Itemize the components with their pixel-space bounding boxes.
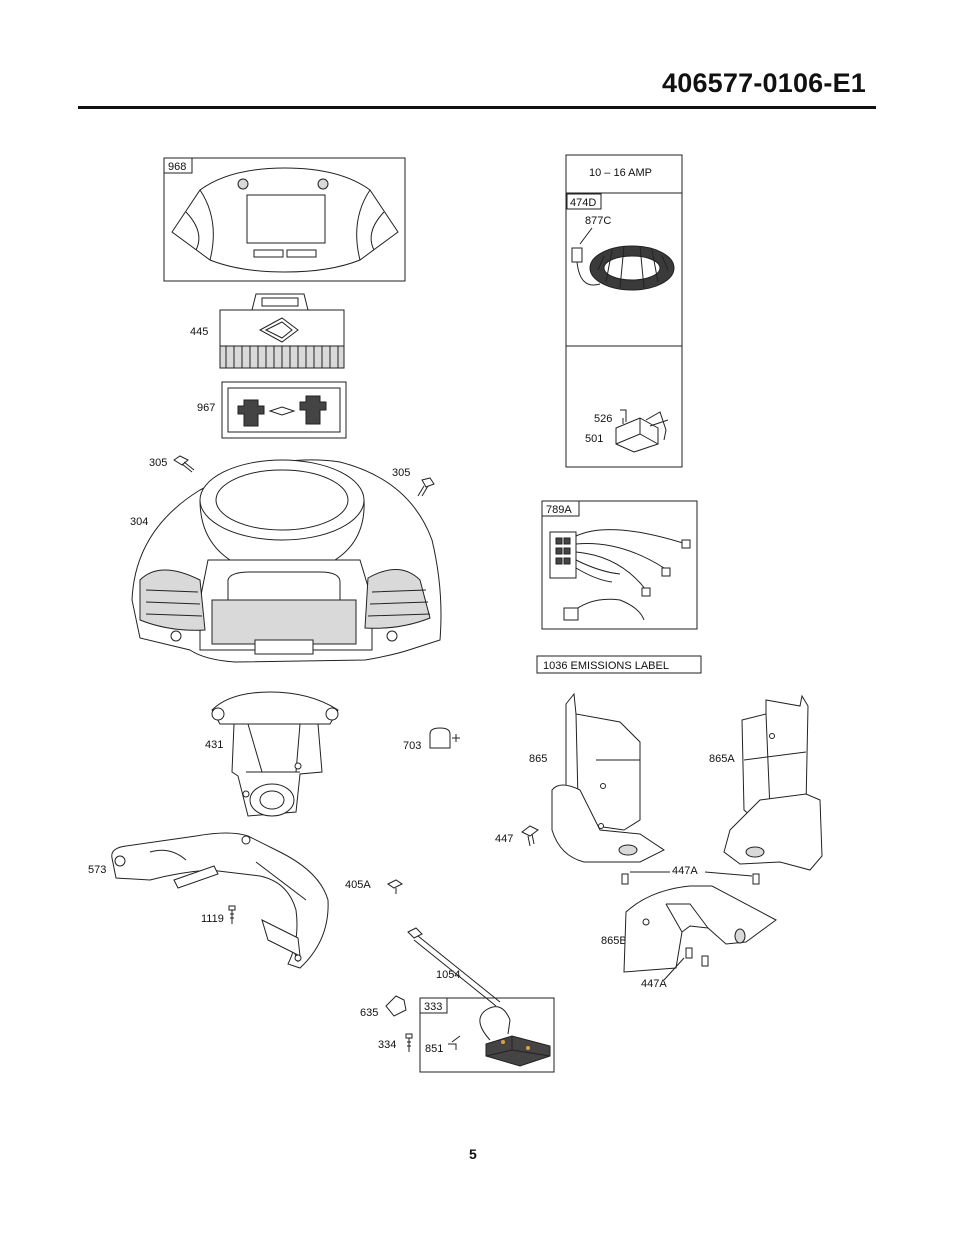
title-rule — [78, 106, 876, 109]
part-1054-group: 1054 — [407, 927, 501, 1007]
bolts-447a-top — [621, 873, 760, 885]
screw-1119 — [228, 905, 236, 924]
emissions-label-text: 1036 EMISSIONS LABEL — [543, 660, 669, 672]
callout-526: 526 — [594, 413, 612, 425]
callout-305-left: 305 — [149, 457, 167, 469]
callout-431: 431 — [205, 739, 223, 751]
box-333-frame — [419, 997, 555, 1073]
callout-445: 445 — [190, 326, 208, 338]
box-474d-tag — [566, 193, 602, 210]
part-789a-group: 789A — [541, 500, 698, 630]
air-guide-865b-illustration — [623, 885, 777, 973]
callout-305-right: 305 — [392, 467, 410, 479]
callout-865b: 865B — [601, 935, 627, 947]
callout-703: 703 — [403, 740, 421, 752]
air-cleaner-cover-illustration — [171, 167, 399, 273]
bolt-305-right — [417, 477, 435, 497]
box-968-frame — [163, 157, 406, 282]
part-431-group: 431 — [205, 691, 339, 817]
part-703-group: 703 — [403, 727, 460, 752]
air-filter-illustration — [219, 293, 345, 369]
box-474d-label: 474D — [570, 197, 596, 209]
callout-967: 967 — [197, 402, 215, 414]
air-guide-865a-illustration — [723, 694, 823, 871]
screw-405a — [387, 879, 403, 889]
box-789a-label: 789A — [546, 504, 572, 516]
screw-526 — [620, 409, 627, 424]
part-573-group: 573 1119 — [88, 832, 329, 969]
callout-635: 635 — [360, 1007, 378, 1019]
armature-illustration — [479, 1006, 551, 1067]
bolt-447 — [521, 825, 539, 847]
part-1036-group: 1036 EMISSIONS LABEL — [536, 655, 702, 674]
regulator-illustration — [615, 411, 669, 453]
box-474d-frame — [565, 154, 683, 468]
part-304-group: 305 305 304 — [130, 455, 442, 663]
callout-573: 573 — [88, 864, 106, 876]
document-part-number: 406577-0106-E1 — [662, 68, 866, 98]
emissions-label-frame — [536, 655, 702, 674]
callout-334: 334 — [378, 1039, 396, 1051]
callout-865a: 865A — [709, 753, 735, 765]
part-967-group: 967 — [197, 381, 347, 439]
part-635-group: 635 334 — [360, 995, 413, 1052]
part-445-group: 445 — [190, 293, 345, 369]
blower-housing-illustration — [131, 459, 442, 663]
callout-501: 501 — [585, 433, 603, 445]
alternator-stator-illustration — [571, 245, 675, 291]
box-333-label: 333 — [424, 1001, 442, 1013]
box-333-tag — [419, 997, 448, 1014]
cable-tie-illustration — [407, 927, 501, 1007]
cap-635 — [385, 995, 407, 1017]
box-789a-frame — [541, 500, 698, 630]
callout-851: 851 — [425, 1043, 443, 1055]
air-guide-865-illustration — [551, 692, 665, 863]
part-333-group: 333 851 — [419, 997, 555, 1073]
callout-447: 447 — [495, 833, 513, 845]
part-865b-group: 447A 865B 447A — [601, 865, 777, 990]
part-405a-group: 405A — [345, 879, 403, 894]
callout-447a-top: 447A — [672, 865, 698, 877]
part-865-group: 865 865A 447 — [495, 692, 823, 871]
pre-cleaner-illustration — [221, 381, 347, 439]
box-968-tag — [163, 157, 193, 174]
callout-877c: 877C — [585, 215, 611, 227]
callout-447a-bottom: 447A — [641, 978, 667, 990]
amp-range-label: 10 – 16 AMP — [589, 167, 652, 179]
intake-elbow-illustration — [211, 691, 339, 817]
part-968-group: 968 — [163, 157, 406, 282]
callout-304: 304 — [130, 516, 148, 528]
screw-334 — [405, 1033, 413, 1052]
box-968-label: 968 — [168, 161, 186, 173]
callout-405a: 405A — [345, 879, 371, 891]
callout-1119: 1119 — [201, 913, 224, 925]
wiring-harness-illustration — [549, 529, 691, 621]
part-474d-group: 10 – 16 AMP 474D 877C 526 501 — [565, 154, 683, 468]
clamp-703-illustration — [429, 727, 451, 749]
callout-865: 865 — [529, 753, 547, 765]
box-789a-tag — [541, 500, 580, 517]
bolt-305-left — [173, 455, 195, 473]
page-number: 5 — [469, 1146, 477, 1162]
baffle-573-illustration — [111, 832, 329, 969]
terminal-851 — [448, 1035, 461, 1050]
